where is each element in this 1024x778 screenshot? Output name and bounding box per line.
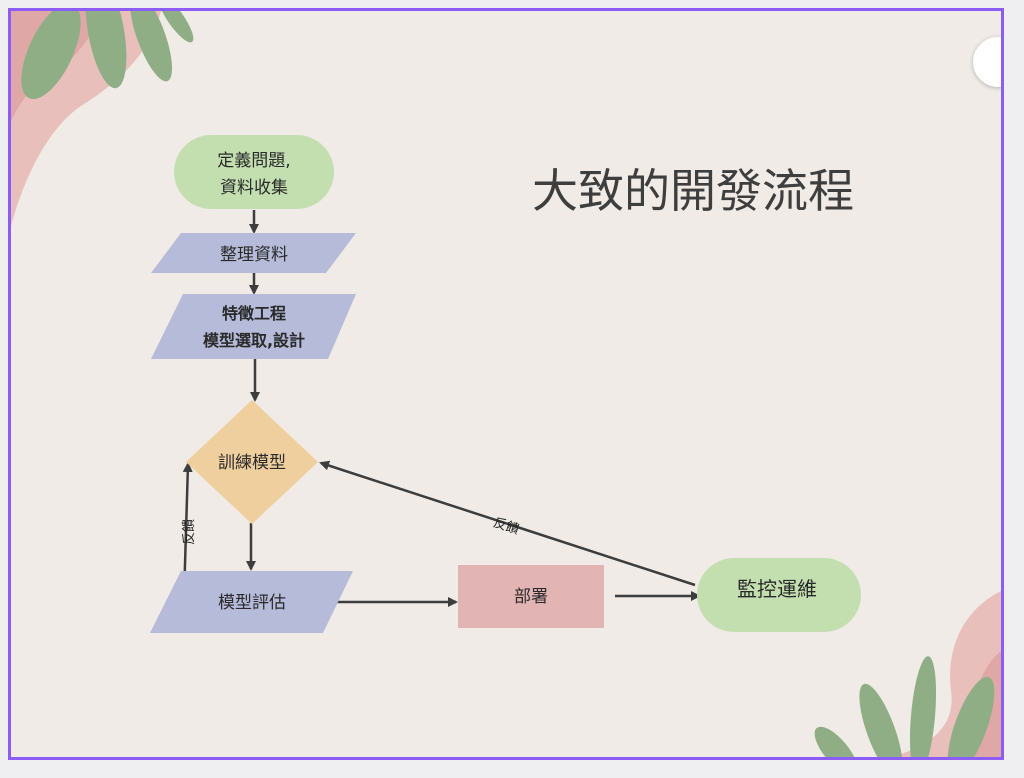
svg-text:部署: 部署	[514, 587, 548, 607]
node-train-model: 訓練模型	[186, 400, 318, 524]
svg-text:整理資料: 整理資料	[220, 245, 288, 265]
node-evaluate-model: 模型評估	[150, 571, 353, 633]
flowchart-diagram: 大致的開發流程 反饋 反饋 定義問題, 資料收集 整理資料	[11, 11, 1001, 757]
svg-text:特徵工程: 特徵工程	[222, 304, 286, 323]
svg-text:資料收集: 資料收集	[220, 178, 288, 198]
edge-label-feedback-left: 反饋	[182, 519, 197, 545]
node-feature-engineering: 特徵工程 模型選取,設計	[151, 294, 356, 359]
node-deploy: 部署	[458, 565, 604, 628]
slide-canvas: 大致的開發流程 反饋 反饋 定義問題, 資料收集 整理資料	[8, 8, 1004, 760]
svg-text:模型評估: 模型評估	[218, 593, 286, 613]
svg-text:訓練模型: 訓練模型	[218, 453, 286, 473]
svg-text:定義問題,: 定義問題,	[217, 151, 290, 171]
node-monitor-ops: 監控運維	[697, 558, 861, 632]
svg-text:監控運維: 監控運維	[737, 577, 817, 601]
node-define-problem: 定義問題, 資料收集	[174, 135, 334, 209]
svg-text:模型選取,設計: 模型選取,設計	[203, 331, 305, 350]
edge-label-feedback-right: 反饋	[491, 516, 520, 538]
node-organize-data: 整理資料	[151, 233, 356, 273]
decoration-top-left	[11, 11, 199, 226]
slide-title: 大致的開發流程	[532, 164, 854, 218]
